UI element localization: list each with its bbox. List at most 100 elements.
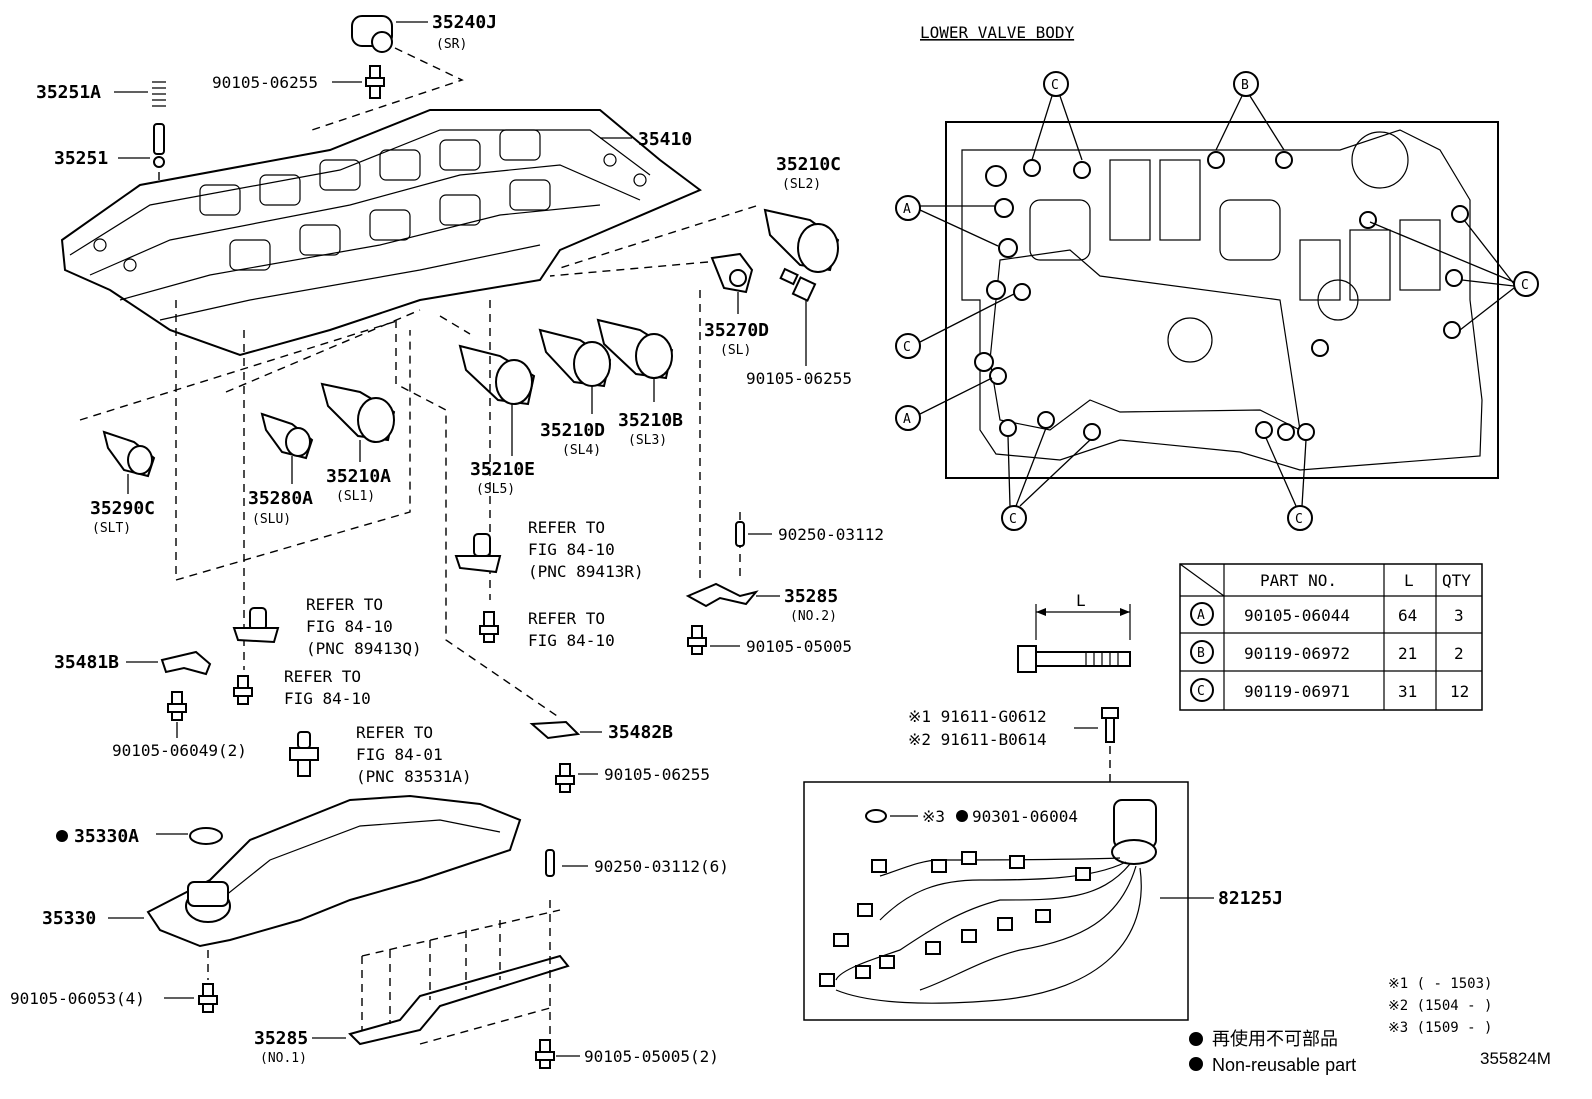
plate-35285-no1: [312, 900, 570, 1046]
bracket-35482b: [529, 720, 602, 740]
bolt-90105-05005-2: [535, 1039, 580, 1069]
callout-35330: 35330: [42, 908, 96, 929]
callout-35210D: 35210D: [540, 420, 605, 441]
valve-35251: [118, 123, 165, 168]
bolt-90105-06255-lower: [555, 763, 598, 793]
wire-harness-82125j: [803, 781, 1189, 1021]
bolt-length-dimension: L: [1017, 591, 1131, 673]
refer-to-fig-84-10-a: REFER TO FIG 84-10: [528, 609, 615, 650]
solenoid-sl: [710, 252, 754, 314]
sensor-83531a: [289, 731, 319, 777]
bolt-90105-06053: [164, 983, 218, 1013]
legend-jp: 再使用不可部品: [1212, 1029, 1338, 1049]
table-header-l: L: [1404, 571, 1414, 590]
callout-35280A: 35280A: [248, 488, 313, 509]
callout-90105-06255-top: 90105-06255: [212, 73, 318, 92]
table-row: C 90119-06971 31 12: [1190, 678, 1469, 702]
figure-id: 355824M: [1480, 1049, 1551, 1068]
row-part-no: 90119-06972: [1244, 644, 1350, 663]
row-qty: 2: [1454, 644, 1464, 663]
bolt-refer-84-10-b: [233, 675, 253, 705]
marker-b-top: B: [1215, 71, 1285, 151]
refer-to-fig-84-10-b: REFER TO FIG 84-10: [284, 667, 371, 708]
refer-line: FIG 84-10: [306, 617, 393, 636]
callout-35210C: 35210C: [776, 154, 841, 175]
callout-35210A: 35210A: [326, 466, 391, 487]
legend-dot-jp: [1189, 1032, 1203, 1046]
refer-to-pnc-83531a: REFER TO FIG 84-01 (PNC 83531A): [356, 723, 472, 786]
marker-letter: C: [1295, 512, 1303, 527]
marker-letter: C: [1051, 78, 1059, 93]
pin-90250-03112: [735, 521, 772, 547]
callout-slt: (SLT): [92, 521, 131, 536]
callout-no2: (NO.2): [790, 609, 837, 624]
bolt-table: PART NO. L QTY A 90105-06044 64 3 B 9011…: [1179, 563, 1483, 711]
solenoid-sr: [351, 15, 428, 53]
callout-35210B: 35210B: [618, 410, 683, 431]
callout-sl4: (SL4): [562, 443, 601, 458]
row-key: C: [1197, 684, 1205, 699]
marker-letter: A: [903, 412, 911, 427]
table-row: A 90105-06044 64 3: [1190, 602, 1464, 626]
refer-line: REFER TO: [284, 667, 361, 686]
callout-82125J: 82125J: [1218, 888, 1283, 909]
callout-35285-no1: 35285: [254, 1028, 308, 1049]
legend-dot-en: [1189, 1057, 1203, 1071]
solenoid-sl2: [763, 208, 840, 273]
o-ring-35330a: [56, 827, 223, 845]
refer-to-pnc-89413r: REFER TO FIG 84-10 (PNC 89413R): [528, 518, 644, 581]
row-key: B: [1197, 646, 1205, 661]
callout-91611-b0614: ※2 91611-B0614: [908, 730, 1047, 749]
callout-91611-g0612: ※1 91611-G0612: [908, 707, 1047, 726]
callout-35251A: 35251A: [36, 82, 101, 103]
solenoid-sl5: [458, 344, 536, 456]
row-l: 21: [1398, 644, 1417, 663]
marker-a-lower: A: [895, 377, 993, 431]
marker-letter: B: [1241, 78, 1249, 93]
solenoid-slu: [260, 412, 314, 484]
bolt-90105-06255-right: [779, 267, 817, 366]
callout-35240J: 35240J: [432, 12, 497, 33]
bracket-35481b: [126, 650, 212, 676]
refer-line: REFER TO: [356, 723, 433, 742]
table-header-qty: QTY: [1442, 571, 1471, 590]
row-key: A: [1197, 608, 1205, 623]
solenoid-sl1: [320, 382, 396, 462]
callout-90105-06255-right: 90105-06255: [746, 369, 852, 388]
marker-letter: A: [903, 202, 911, 217]
spring-35251a: [114, 81, 166, 107]
callout-35482B: 35482B: [608, 722, 673, 743]
bolt-refer-84-10: [479, 611, 499, 643]
callout-90105-06049: 90105-06049(2): [112, 741, 247, 760]
refer-line: FIG 84-10: [528, 631, 615, 650]
callout-35270D: 35270D: [704, 320, 769, 341]
row-part-no: 90105-06044: [1244, 606, 1350, 625]
marker-letter: C: [903, 340, 911, 355]
callout-35285-no2: 35285: [784, 586, 838, 607]
bolt-90105-05005: [687, 625, 740, 655]
callout-35410: 35410: [638, 129, 692, 150]
solenoid-sl3: [596, 318, 674, 402]
marker-c-right: C: [1369, 219, 1539, 331]
bolt-91611: [1074, 707, 1119, 743]
solenoid-slt: [102, 430, 156, 494]
marker-letter: C: [1521, 278, 1529, 293]
callout-90301-marker: ※3: [922, 807, 945, 826]
strainer-35330: [108, 794, 522, 948]
callout-90105-05005-2: 90105-05005(2): [584, 1047, 719, 1066]
callout-90250-03112-6: 90250-03112(6): [594, 857, 729, 876]
callout-35290C: 35290C: [90, 498, 155, 519]
row-l: 31: [1398, 682, 1417, 701]
row-part-no: 90119-06971: [1244, 682, 1350, 701]
refer-line: (PNC 89413R): [528, 562, 644, 581]
lower-valve-body: [945, 121, 1499, 479]
sensor-89413r: [454, 533, 502, 574]
bolt-90105-06049: [167, 691, 187, 738]
callout-90301-06004: 90301-06004: [972, 807, 1078, 826]
valve-body-assembly: [60, 109, 702, 357]
callout-sl2: (SL2): [782, 177, 821, 192]
plate-35285-no2: [685, 582, 780, 608]
refer-line: FIG 84-10: [284, 689, 371, 708]
lower-valve-body-title: LOWER VALVE BODY: [920, 23, 1074, 42]
